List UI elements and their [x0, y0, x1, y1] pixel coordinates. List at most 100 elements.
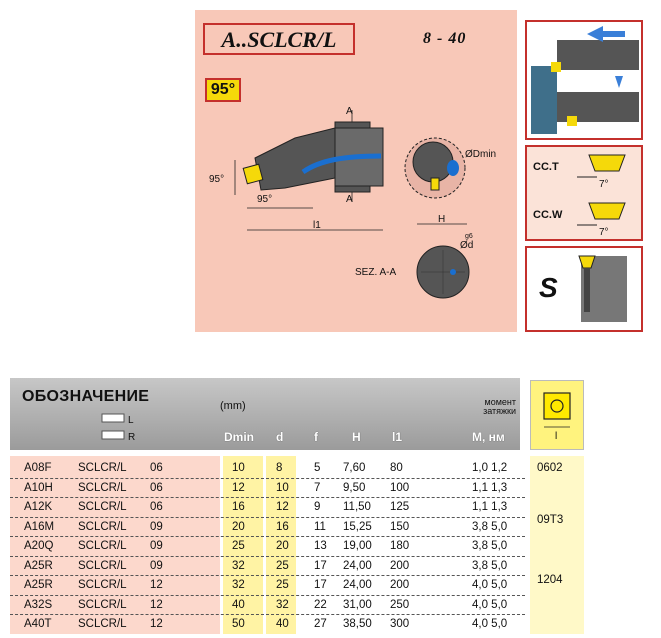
- hand-left-icon: L: [100, 410, 140, 431]
- cell-f: 17: [314, 559, 327, 572]
- row-divider: [10, 497, 525, 498]
- cell-m: 3,8 5,0: [472, 520, 508, 533]
- table-header: ОБОЗНАЧЕНИЕ L R (mm) момент затяжки Dmin…: [10, 378, 520, 450]
- designation-column-bg: [10, 456, 220, 634]
- d-column-bg: [266, 456, 296, 634]
- cell-h: 19,00: [343, 540, 372, 552]
- unit-label: (mm): [220, 400, 246, 412]
- cell-dmin: 50: [232, 618, 245, 630]
- cell-size: 09: [150, 559, 163, 572]
- cell-code: A12K: [24, 501, 53, 513]
- end-view-coolant: [447, 160, 459, 176]
- screw-clamp-label: S: [539, 272, 558, 303]
- cell-l1: 150: [390, 520, 410, 533]
- angle-7-b: 7°: [599, 227, 609, 238]
- insert-header: l: [530, 380, 584, 450]
- cell-dmin: 20: [232, 520, 245, 533]
- insert-code-0602: 0602: [537, 462, 563, 474]
- cell-d: 32: [276, 598, 289, 611]
- insert-code-1204: 1204: [537, 574, 563, 586]
- cell-dmin: 32: [232, 559, 245, 572]
- cell-h: 11,50: [343, 501, 371, 513]
- cell-size: 12: [150, 618, 163, 630]
- machining-icon: [531, 26, 639, 134]
- cell-type: SCLCR/L: [78, 540, 127, 552]
- cell-f: 27: [314, 618, 327, 630]
- cell-code: A25R: [24, 559, 53, 572]
- dmin-column-bg: [223, 456, 263, 634]
- tool-drawing-panel: A A 95° 95° l1 ØDmin H Ød g6 SEZ. A-A A.…: [195, 10, 645, 332]
- svg-text:R: R: [128, 432, 135, 443]
- cell-l1: 250: [390, 598, 410, 611]
- cell-f: 11: [314, 520, 326, 533]
- row-divider: [10, 575, 525, 576]
- cell-m: 1,0 1,2: [472, 462, 508, 474]
- svg-text:L: L: [128, 415, 134, 426]
- cell-code: A20Q: [24, 540, 54, 552]
- cell-f: 22: [314, 598, 327, 611]
- angle-7-a: 7°: [599, 179, 609, 190]
- cell-type: SCLCR/L: [78, 598, 127, 611]
- cell-code: A08F: [24, 462, 52, 474]
- cell-dmin: 32: [232, 579, 245, 591]
- insert-square-icon: l: [543, 392, 571, 442]
- label-dmin: ØDmin: [465, 149, 496, 160]
- cell-m: 1,1 1,3: [472, 501, 508, 513]
- cell-type: SCLCR/L: [78, 501, 127, 513]
- label-section: SEZ. A-A: [355, 267, 396, 278]
- insert-code-09t3: 09T3: [537, 514, 564, 526]
- cell-m: 3,8 5,0: [472, 540, 508, 552]
- cell-dmin: 10: [232, 462, 245, 474]
- screw-icon: [578, 255, 627, 322]
- main-drawing-area: A A 95° 95° l1 ØDmin H Ød g6 SEZ. A-A A.…: [195, 10, 517, 332]
- cell-m: 4,0 5,0: [472, 598, 508, 611]
- cell-h: 24,00: [343, 559, 372, 572]
- insert-shape: [242, 163, 264, 185]
- label-a-top: A: [346, 106, 353, 117]
- cell-size: 06: [150, 462, 163, 474]
- cell-code: A32S: [24, 598, 53, 611]
- label-g6: g6: [465, 233, 473, 240]
- cell-size: 12: [150, 579, 163, 591]
- label-h: H: [438, 214, 445, 225]
- cell-code: A25R: [24, 579, 53, 591]
- cell-dmin: 16: [232, 501, 245, 513]
- cell-d: 25: [276, 559, 289, 572]
- cc-w-label: CC.W: [533, 209, 563, 221]
- col-l1: l1: [392, 430, 403, 444]
- cell-d: 40: [276, 618, 289, 630]
- cell-l1: 300: [390, 618, 410, 630]
- angle-badge: 95°: [205, 78, 241, 102]
- cell-m: 3,8 5,0: [472, 559, 508, 572]
- cell-dmin: 40: [232, 598, 245, 611]
- moment-label: момент затяжки: [483, 397, 516, 416]
- end-view-bar: [412, 141, 454, 183]
- cell-f: 17: [314, 579, 327, 591]
- cell-code: A10H: [24, 481, 53, 494]
- cell-type: SCLCR/L: [78, 520, 127, 533]
- row-divider: [10, 536, 525, 537]
- col-m: M, нм: [472, 430, 505, 444]
- col-f: f: [314, 430, 318, 444]
- cell-d: 25: [276, 579, 289, 591]
- row-divider: [10, 516, 525, 518]
- cell-h: 9,50: [343, 481, 366, 494]
- cell-f: 9: [314, 501, 321, 513]
- coolant-channel: [301, 153, 382, 175]
- label-d: Ød: [460, 240, 473, 251]
- cell-type: SCLCR/L: [78, 559, 127, 572]
- cell-type: SCLCR/L: [78, 618, 127, 630]
- row-divider: [10, 614, 525, 615]
- cell-d: 16: [276, 520, 289, 533]
- cell-size: 06: [150, 501, 163, 513]
- row-divider: [10, 477, 525, 479]
- tool-title: A..SCLCR/L: [221, 27, 337, 52]
